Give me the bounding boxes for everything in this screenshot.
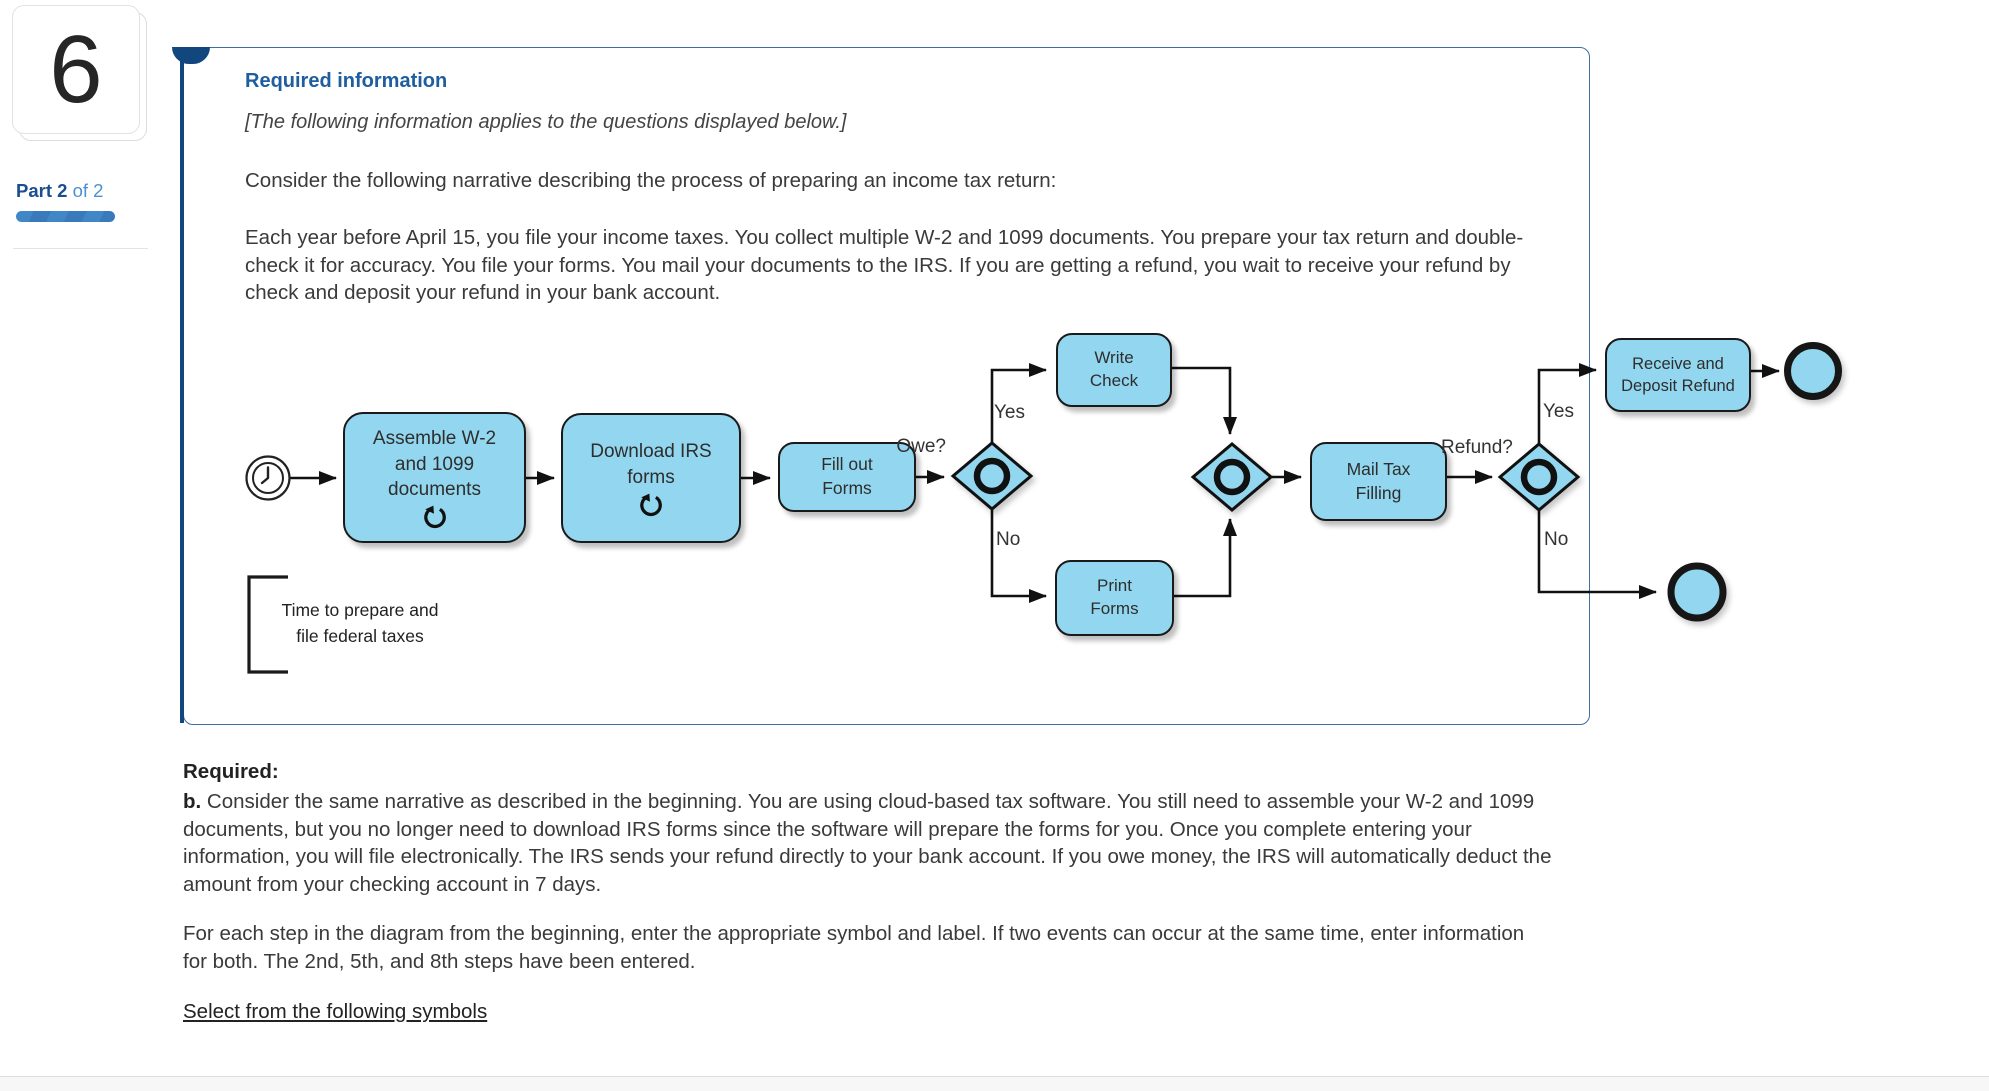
task-label: Download IRS forms bbox=[590, 441, 712, 488]
bottom-divider-strip bbox=[0, 1076, 1989, 1091]
inclusive-gateway-ring-icon bbox=[973, 457, 1011, 495]
flow-owe-yes-to-write-check bbox=[990, 363, 1047, 444]
annotation-line-1: Time to prepare and bbox=[281, 600, 439, 620]
end-event-refund bbox=[1784, 342, 1842, 400]
loop-arrow-icon bbox=[423, 505, 446, 529]
select-symbols-link[interactable]: Select from the following symbols bbox=[183, 1000, 488, 1023]
annotation-line-2: file federal taxes bbox=[296, 626, 424, 646]
task-label: Print Forms bbox=[1090, 576, 1139, 618]
task-label: Assemble W-2 and 1099 documents bbox=[372, 428, 497, 501]
panel-heading: Required information bbox=[245, 70, 448, 92]
task-fill-out-forms: Fill out Forms bbox=[778, 442, 916, 512]
gateway-label-refund: Refund? bbox=[1441, 437, 1513, 458]
task-receive-deposit-refund: Receive and Deposit Refund bbox=[1605, 338, 1751, 412]
branch-label-refund-yes: Yes bbox=[1543, 401, 1574, 422]
question-number-card: 6 bbox=[12, 5, 140, 134]
required-item-b-label: b. bbox=[183, 790, 202, 813]
inclusive-gateway-ring-icon bbox=[1520, 458, 1558, 496]
task-label: Receive and Deposit Refund bbox=[1621, 354, 1735, 395]
required-instructions: For each step in the diagram from the be… bbox=[183, 922, 1525, 973]
task-download-irs-forms: Download IRS forms bbox=[561, 413, 741, 543]
task-mail-tax-filling: Mail Tax Filling bbox=[1310, 442, 1447, 521]
task-label: Fill out Forms bbox=[821, 454, 873, 498]
end-event-no-refund bbox=[1667, 562, 1727, 622]
panel-subheading: [The following information applies to th… bbox=[245, 111, 847, 133]
task-label: Mail Tax Filling bbox=[1346, 458, 1411, 503]
task-print-forms: Print Forms bbox=[1055, 560, 1174, 636]
part-indicator-current: Part 2 bbox=[16, 180, 68, 201]
collapse-tab-icon[interactable] bbox=[172, 47, 210, 64]
panel-accent-line bbox=[180, 47, 184, 723]
owe-gateway bbox=[950, 441, 1034, 511]
part-indicator-total: of 2 bbox=[72, 180, 104, 201]
branch-label-owe-yes: Yes bbox=[994, 402, 1025, 423]
start-event-timer bbox=[245, 455, 291, 501]
annotation-bracket bbox=[247, 575, 288, 674]
refund-gateway bbox=[1497, 442, 1581, 512]
part-indicator: Part 2 of 2 bbox=[16, 180, 103, 202]
flow-owe-no-to-print-forms bbox=[990, 510, 1047, 603]
narrative-text: Each year before April 15, you file your… bbox=[245, 226, 1524, 304]
required-title: Required: bbox=[183, 760, 279, 783]
task-label: Write Check bbox=[1089, 348, 1139, 390]
flow-print-forms-to-merge bbox=[1171, 518, 1237, 598]
question-number: 6 bbox=[49, 15, 103, 123]
sequence-flows bbox=[290, 363, 1780, 603]
flow-refund-no-to-end bbox=[1537, 511, 1657, 599]
annotation-text: Time to prepare and file federal taxes bbox=[256, 597, 464, 649]
loop-arrow-icon bbox=[640, 493, 662, 516]
flow-write-check-to-merge bbox=[1169, 366, 1237, 435]
task-assemble-documents: Assemble W-2 and 1099 documents bbox=[343, 412, 526, 543]
gateway-label-owe: Owe? bbox=[896, 436, 946, 457]
left-rail-divider bbox=[13, 248, 148, 249]
branch-label-owe-no: No bbox=[996, 529, 1021, 550]
part-progress-bar bbox=[16, 211, 115, 222]
merge-gateway bbox=[1190, 442, 1274, 512]
branch-label-refund-no: No bbox=[1544, 529, 1569, 550]
inclusive-gateway-ring-icon bbox=[1213, 458, 1251, 496]
flow-refund-yes-to-receive bbox=[1537, 363, 1597, 443]
required-information-panel bbox=[183, 47, 1590, 725]
required-item-b: b. Consider the same narrative as descri… bbox=[183, 788, 1553, 898]
required-item-b-text: Consider the same narrative as described… bbox=[183, 790, 1552, 896]
task-write-check: Write Check bbox=[1056, 333, 1172, 407]
narrative-intro: Consider the following narrative describ… bbox=[245, 169, 1057, 192]
